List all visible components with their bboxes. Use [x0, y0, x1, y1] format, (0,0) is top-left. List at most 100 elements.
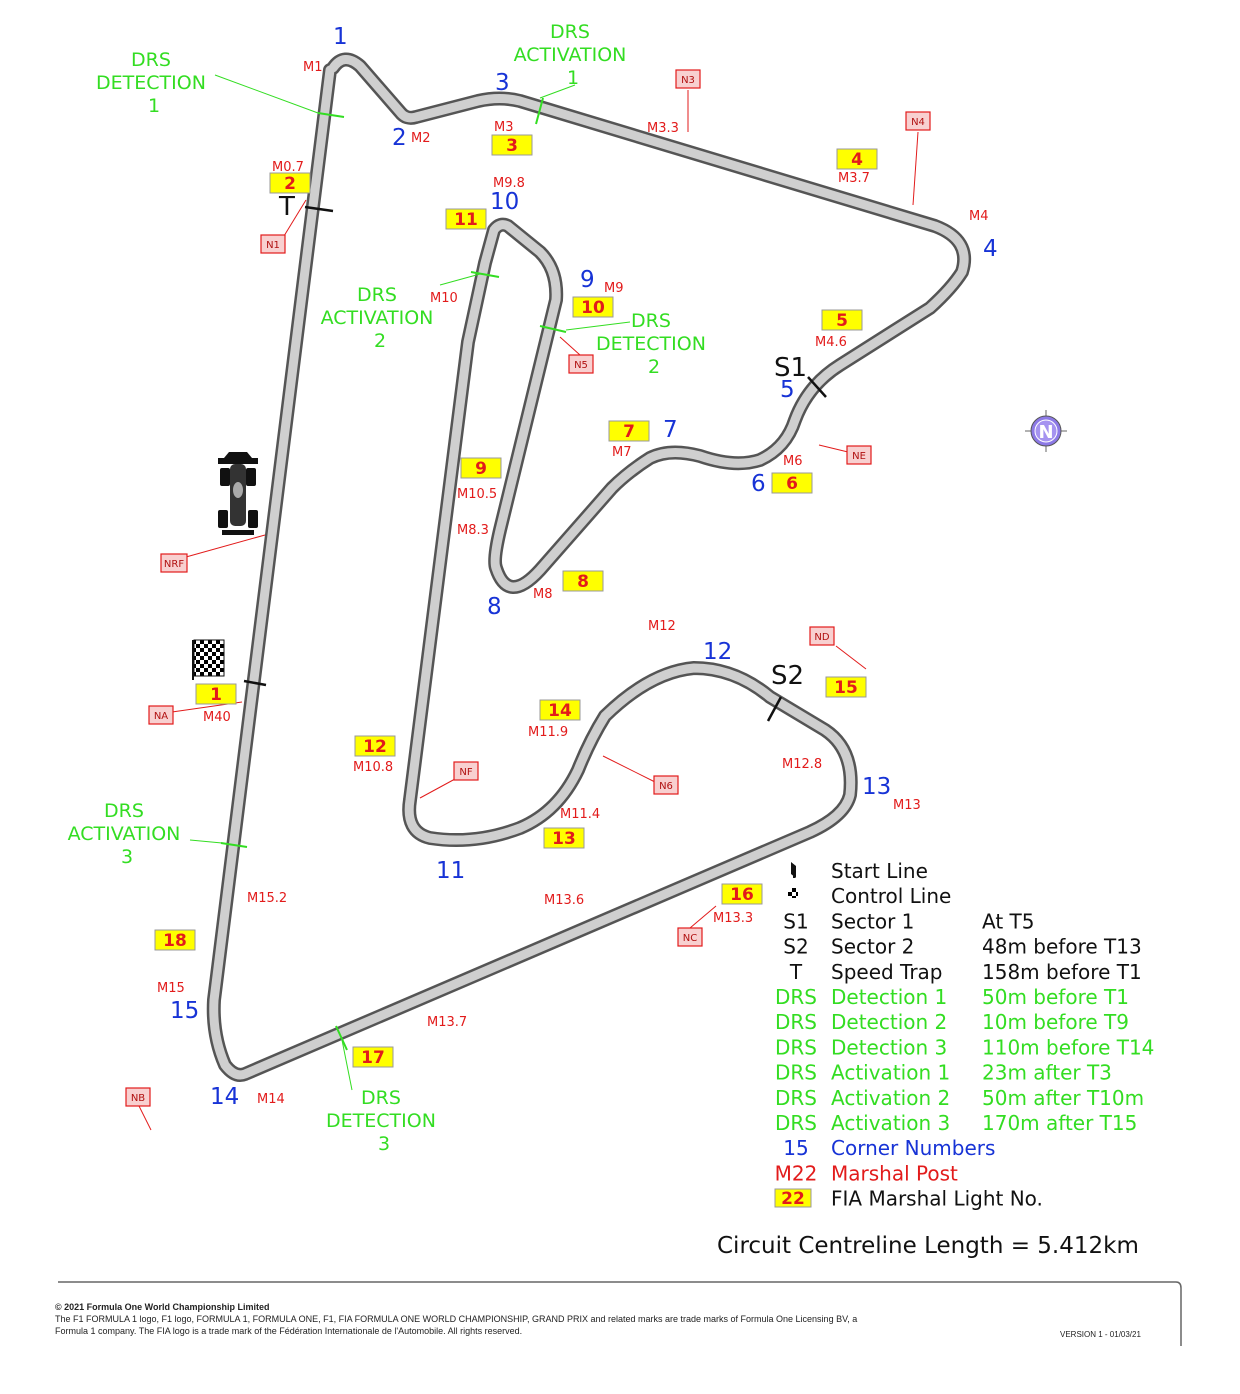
corner-number: 7: [663, 417, 678, 443]
trademark-line-1: The F1 FORMULA 1 logo, F1 logo, FORMULA …: [55, 1314, 858, 1324]
sector-2-label: S2: [771, 661, 804, 691]
drs-labels: DRS DETECTION 1 DRS ACTIVATION 1 DRS ACT…: [68, 21, 706, 1155]
version: VERSION 1 - 01/03/21: [1060, 1330, 1141, 1339]
marshal-light: 8: [562, 570, 604, 592]
start-line-icon: [791, 862, 796, 878]
footer-rule: [58, 1281, 1182, 1346]
drs-detection-3-label: DRS DETECTION 3: [326, 1087, 442, 1155]
legend-symbol: S1: [783, 909, 808, 933]
svg-text:NA: NA: [154, 711, 168, 722]
marshal-post: M40: [203, 710, 231, 725]
legend-symbol: DRS: [775, 1035, 817, 1059]
marshal-light: 10: [572, 296, 614, 318]
corner-number: 11: [436, 858, 465, 884]
chequered-flag-icon: [192, 639, 225, 680]
marshal-post: M15: [157, 981, 185, 996]
legend-symbol: DRS: [775, 1010, 817, 1034]
marshal-post: M13.7: [427, 1015, 467, 1030]
svg-text:8: 8: [577, 572, 589, 592]
marshal-post: M3.7: [838, 171, 870, 186]
legend-label: Detection 1: [831, 985, 947, 1009]
marshal-post: M10.5: [457, 487, 497, 502]
marshal-post: M9.8: [493, 176, 525, 191]
marshal-post: M3: [494, 120, 514, 135]
marshal-post: M11.4: [560, 807, 600, 822]
marshal-post: M9: [604, 281, 624, 296]
svg-text:13: 13: [552, 829, 576, 849]
marshal-post: M14: [257, 1092, 285, 1107]
marshal-light: 12: [354, 735, 396, 757]
control-line-icon: [788, 888, 798, 898]
svg-text:14: 14: [548, 701, 572, 721]
marshal-light: 7: [608, 420, 650, 442]
compass-icon: N: [1025, 410, 1067, 452]
marshal-light: 11: [445, 208, 487, 230]
post-box: NE: [846, 445, 872, 465]
legend-label: Activation 2: [831, 1086, 950, 1110]
svg-text:ND: ND: [814, 632, 829, 643]
marshal-light: 3: [491, 134, 533, 156]
marshal-post: M15.2: [247, 891, 287, 906]
svg-text:12: 12: [363, 737, 387, 757]
sector-2-line: [766, 696, 783, 722]
svg-text:5: 5: [836, 311, 848, 331]
speed-trap-line: [304, 205, 334, 213]
legend-label: Detection 3: [831, 1035, 947, 1059]
corner-number: 9: [580, 267, 595, 293]
marshal-post: M4.6: [815, 335, 847, 350]
marshal-light: 9: [460, 457, 502, 479]
marshal-post: M10: [430, 291, 458, 306]
legend-label: Detection 2: [831, 1010, 947, 1034]
drs-detection-2-line: [539, 325, 567, 333]
svg-text:NRF: NRF: [164, 559, 184, 570]
marshal-post: M3.3: [647, 121, 679, 136]
svg-text:N6: N6: [659, 781, 673, 792]
legend-label: Start Line: [831, 859, 928, 883]
legend-value: At T5: [982, 909, 1034, 933]
drs-detection-3-line: [335, 1025, 348, 1051]
post-box: N3: [675, 69, 701, 89]
post-box: NRF: [160, 553, 188, 573]
legend-value: 48m before T13: [982, 935, 1142, 959]
track: [206, 52, 972, 1082]
legend-symbol: DRS: [775, 1086, 817, 1110]
control-line: [243, 679, 267, 687]
marshal-lights: 1 2 3 4 5 6 7 8 9 10 11 12 13 14 15 16 1…: [154, 134, 878, 1068]
drs-activation-3-line: [220, 842, 248, 848]
svg-text:N4: N4: [911, 117, 925, 128]
legend-label: Activation 3: [831, 1111, 950, 1135]
post-box: NA: [148, 705, 174, 725]
legend-label: Sector 1: [831, 909, 914, 933]
corner-number: 2: [392, 125, 407, 151]
post-box: NF: [453, 761, 479, 781]
legend-label: FIA Marshal Light No.: [831, 1187, 1043, 1211]
post-box: N4: [905, 111, 931, 131]
copyright: © 2021 Formula One World Championship Li…: [55, 1302, 270, 1312]
corner-number: 1: [333, 24, 348, 50]
legend-value: 50m before T1: [982, 985, 1129, 1009]
drs-activation-1-line: [535, 97, 544, 125]
svg-text:16: 16: [730, 885, 754, 905]
legend-label: Marshal Post: [831, 1161, 958, 1185]
legend-value: 23m after T3: [982, 1061, 1112, 1085]
marshal-post: M6: [783, 454, 803, 469]
drs-leaders: [189, 74, 631, 1091]
marshal-post: M2: [411, 131, 431, 146]
marshal-post: M8.3: [457, 523, 489, 538]
svg-text:10: 10: [581, 298, 605, 318]
marshal-light: 2: [269, 172, 311, 194]
drs-activation-2-line: [470, 271, 500, 278]
post-box: N6: [653, 775, 679, 795]
marshal-light: 17: [352, 1046, 394, 1068]
marshal-post: M1: [303, 60, 323, 75]
svg-text:6: 6: [786, 474, 798, 494]
corner-number: 8: [487, 594, 502, 620]
marshal-post: M7: [612, 445, 632, 460]
svg-text:7: 7: [623, 422, 635, 442]
legend-symbol: DRS: [775, 1061, 817, 1085]
svg-text:N: N: [1038, 422, 1053, 443]
drs-activation-1-label: DRS ACTIVATION 1: [514, 21, 633, 89]
circuit-length: Circuit Centreline Length = 5.412km: [717, 1233, 1139, 1259]
